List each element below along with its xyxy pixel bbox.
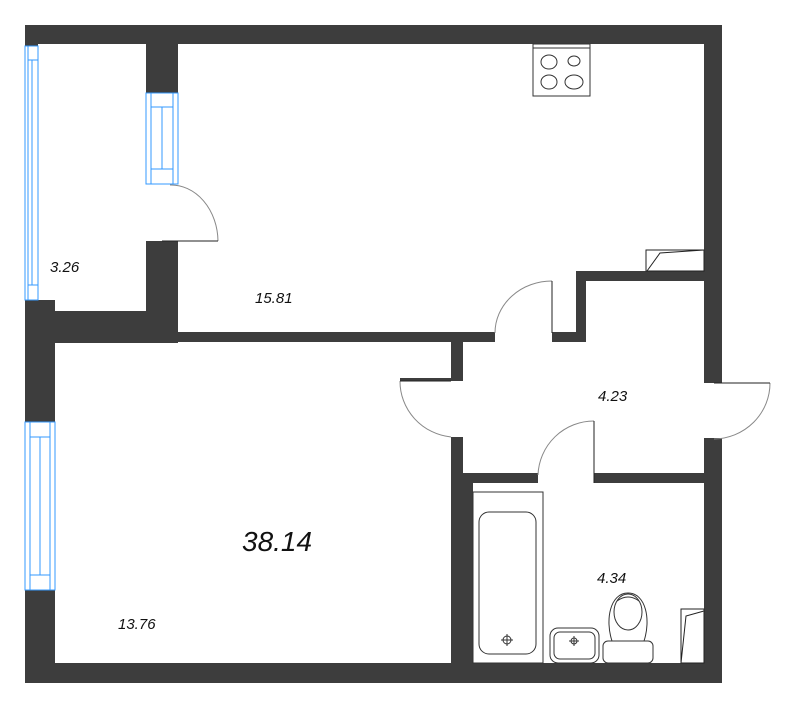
toilet-icon bbox=[602, 592, 654, 664]
bathroom-corner-fixture bbox=[680, 608, 705, 664]
room-area-balcony: 3.26 bbox=[50, 259, 80, 276]
kitchen-corner-fixture bbox=[645, 249, 705, 272]
room-area-kitchen-living: 15.81 bbox=[255, 290, 293, 307]
room-area-bedroom: 13.76 bbox=[118, 616, 156, 633]
stove-icon bbox=[532, 43, 591, 97]
walls bbox=[25, 25, 722, 683]
total-area: 38.14 bbox=[242, 526, 313, 557]
sink-icon bbox=[549, 627, 600, 664]
room-area-bathroom: 4.34 bbox=[597, 570, 627, 587]
bathtub-icon bbox=[472, 491, 544, 664]
windows bbox=[24, 45, 179, 591]
doors bbox=[162, 184, 771, 483]
room-area-hallway: 4.23 bbox=[598, 388, 628, 405]
